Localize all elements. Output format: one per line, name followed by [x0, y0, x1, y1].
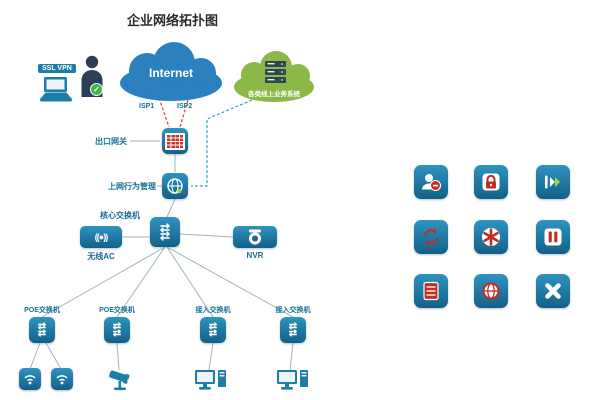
firewall-icon[interactable] — [162, 128, 188, 154]
antenna-waves-icon: ((●)) — [94, 232, 108, 242]
pc1-icon[interactable] — [194, 368, 228, 399]
access-switch2-label: 接入交换机 — [275, 307, 311, 314]
core-switch-icon[interactable]: ⇄ ⇄ — [150, 217, 180, 247]
gateway-label: 出口网关 — [95, 137, 127, 146]
switch-arrows-icon: ⇄ ⇄ — [112, 321, 122, 339]
switch-arrows-icon: ⇄ ⇄ — [37, 321, 47, 339]
server-stack-icon — [265, 61, 286, 83]
flow-arrows-icon — [545, 175, 560, 189]
online-systems-cloud[interactable] — [232, 48, 316, 111]
poe-switch1-label: POE交换机 — [24, 307, 60, 314]
wireless-ac-icon[interactable]: ((●)) — [80, 226, 122, 248]
laptop-icon[interactable] — [38, 76, 74, 109]
nvr-icon[interactable] — [233, 226, 277, 248]
poe-switch2-label: POE交换机 — [99, 307, 135, 314]
sync-icon — [423, 228, 439, 246]
palette-cross-tools[interactable] — [536, 274, 570, 308]
wireless-ac-label: 无线AC — [87, 252, 115, 261]
switch-arrows-icon: ⇄ ⇄ — [159, 221, 171, 243]
pc2-icon[interactable] — [276, 368, 310, 399]
server-rack-icon — [423, 281, 439, 301]
brick-wall-icon — [165, 132, 185, 150]
user-permission-icon — [422, 174, 442, 192]
cross-tools-icon — [545, 283, 561, 299]
internet-cloud[interactable] — [116, 40, 226, 109]
asterisk-icon — [482, 228, 500, 246]
isp2-label: ISP2 — [177, 103, 193, 110]
palette-sync[interactable] — [414, 220, 448, 254]
globe-icon — [482, 282, 500, 300]
palette-lock[interactable] — [474, 165, 508, 199]
palette-flow-arrows[interactable] — [536, 165, 570, 199]
nvr-label: NVR — [246, 251, 264, 260]
ap2-icon[interactable] — [51, 368, 73, 390]
internet-label: Internet — [148, 66, 193, 80]
behavior-manager-icon[interactable] — [162, 173, 188, 199]
poe-switch1-icon[interactable]: ⇄ ⇄ — [29, 317, 55, 343]
palette-globe[interactable] — [474, 274, 508, 308]
ip-camera-icon[interactable] — [106, 370, 136, 397]
online-systems-label: 各类线上业务系统 — [248, 91, 300, 98]
switch-arrows-icon: ⇄ ⇄ — [208, 321, 218, 339]
lock-icon — [482, 173, 500, 191]
access-switch1-label: 接入交换机 — [195, 307, 231, 314]
palette-server-rack[interactable] — [414, 274, 448, 308]
globe-gear-icon — [167, 178, 183, 194]
wifi-icon — [56, 375, 68, 385]
palette-user-permission[interactable] — [414, 165, 448, 199]
page-title: 企业网络拓扑图 — [127, 13, 219, 28]
access-switch1-icon[interactable]: ⇄ ⇄ — [200, 317, 226, 343]
poe-switch2-icon[interactable]: ⇄ ⇄ — [104, 317, 130, 343]
isp1-label: ISP1 — [139, 103, 155, 110]
dome-camera-icon — [249, 229, 261, 245]
core-switch-label: 核心交换机 — [100, 211, 140, 220]
check-icon: ✓ — [90, 83, 103, 96]
palette-asterisk[interactable] — [474, 220, 508, 254]
pause-bars-icon — [544, 228, 562, 246]
ssl-vpn-label: SSL VPN — [38, 64, 76, 73]
wifi-icon — [24, 375, 36, 385]
access-switch2-icon[interactable]: ⇄ ⇄ — [280, 317, 306, 343]
palette-pause[interactable] — [536, 220, 570, 254]
switch-arrows-icon: ⇄ ⇄ — [288, 321, 298, 339]
behavior-label: 上网行为管理 — [108, 182, 156, 191]
ap1-icon[interactable] — [19, 368, 41, 390]
